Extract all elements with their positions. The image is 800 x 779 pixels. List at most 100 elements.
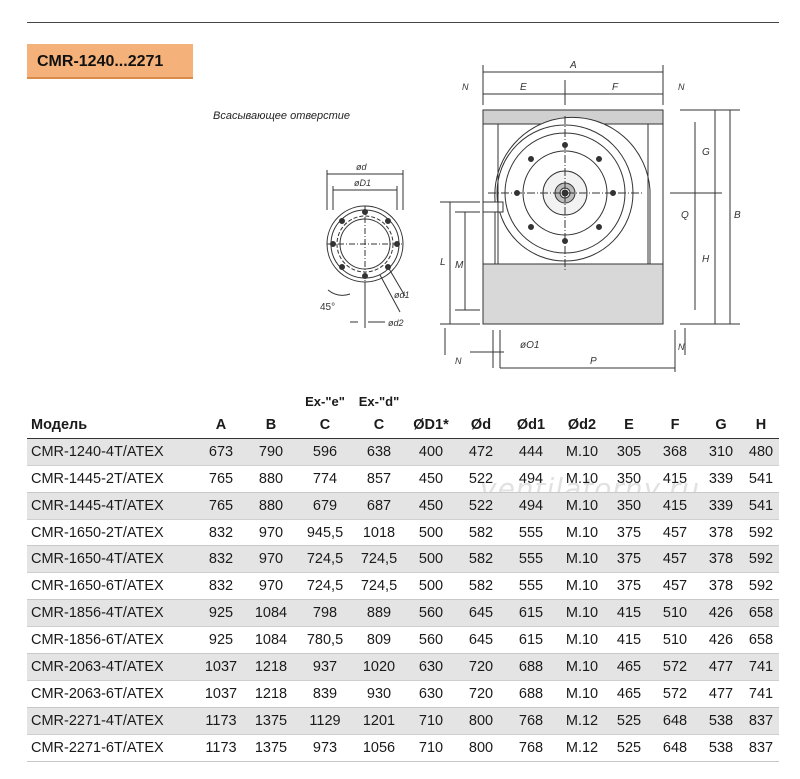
value-cell: 375 [607, 572, 651, 601]
value-cell: 494 [505, 492, 557, 520]
model-cell: CMR-2271-4T/ATEX [27, 707, 197, 735]
side-view-dimensions [440, 65, 740, 372]
col-header-d2: Ød2 [557, 412, 607, 439]
dim-E-label: E [520, 82, 527, 93]
dim-P-label: P [590, 356, 597, 367]
value-cell: 457 [651, 545, 699, 574]
model-cell: CMR-2063-4T/ATEX [27, 653, 197, 681]
value-cell: 1020 [353, 653, 405, 681]
value-cell: 457 [651, 519, 699, 547]
value-cell: 1018 [353, 519, 405, 547]
value-cell: 477 [699, 680, 743, 708]
value-cell: 630 [405, 680, 457, 708]
dim-N-top-left-label: N [462, 82, 469, 92]
dim-F-label: F [612, 82, 619, 93]
value-cell: 880 [245, 492, 297, 520]
value-cell: 465 [607, 680, 651, 708]
value-cell: 925 [197, 599, 245, 628]
col-header-C-ex-e: C [297, 412, 353, 439]
value-cell: 765 [197, 465, 245, 493]
value-cell: 339 [699, 465, 743, 493]
value-cell: 765 [197, 492, 245, 520]
dim-d2-label: ød2 [388, 318, 404, 328]
value-cell: 645 [457, 599, 505, 628]
value-cell: 555 [505, 572, 557, 601]
ex-header-row: Ex-"e" Ex-"d" [27, 385, 779, 412]
value-cell: 857 [353, 465, 405, 493]
value-cell: 310 [699, 438, 743, 466]
value-cell: 444 [505, 438, 557, 466]
value-cell: 592 [743, 545, 779, 574]
value-cell: 450 [405, 492, 457, 520]
value-cell: 415 [651, 492, 699, 520]
table-header-row: Модель A B C C ØD1* Ød Ød1 Ød2 E F G H [27, 412, 779, 439]
value-cell: 1129 [297, 707, 353, 735]
value-cell: 592 [743, 572, 779, 601]
value-cell: 541 [743, 492, 779, 520]
col-header-H: H [743, 412, 779, 439]
value-cell: 472 [457, 438, 505, 466]
ex-d-label: Ex-"d" [358, 394, 400, 409]
value-cell: 415 [607, 626, 651, 655]
value-cell: 973 [297, 734, 353, 762]
col-header-C-ex-d: C [353, 412, 405, 439]
value-cell: 970 [245, 519, 297, 547]
value-cell: 572 [651, 653, 699, 681]
value-cell: 724,5 [353, 545, 405, 574]
dim-N-top-right-label: N [678, 82, 685, 92]
dim-angle-label: 45° [320, 302, 335, 313]
value-cell: M.10 [557, 545, 607, 574]
value-cell: 615 [505, 626, 557, 655]
value-cell: 592 [743, 519, 779, 547]
model-cell: CMR-1445-4T/ATEX [27, 492, 197, 520]
top-rule [27, 22, 779, 23]
col-header-d1: Ød1 [505, 412, 557, 439]
value-cell: 1037 [197, 653, 245, 681]
value-cell: 809 [353, 626, 405, 655]
value-cell: 582 [457, 545, 505, 574]
value-cell: 790 [245, 438, 297, 466]
value-cell: 724,5 [297, 545, 353, 574]
value-cell: 880 [245, 465, 297, 493]
value-cell: 400 [405, 438, 457, 466]
dim-D1-label: øD1 [354, 178, 371, 188]
value-cell: 1173 [197, 734, 245, 762]
value-cell: 832 [197, 519, 245, 547]
dim-A-label: A [569, 60, 577, 71]
model-cell: CMR-2271-6T/ATEX [27, 734, 197, 762]
col-header-D1: ØD1* [405, 412, 457, 439]
value-cell: 350 [607, 492, 651, 520]
value-cell: 541 [743, 465, 779, 493]
value-cell: 688 [505, 680, 557, 708]
value-cell: 741 [743, 680, 779, 708]
value-cell: 368 [651, 438, 699, 466]
page-title: CMR-1240...2271 [27, 44, 193, 79]
value-cell: 1218 [245, 653, 297, 681]
fan-side-view [482, 109, 664, 325]
value-cell: 710 [405, 734, 457, 762]
value-cell: 426 [699, 599, 743, 628]
value-cell: 1375 [245, 734, 297, 762]
value-cell: 658 [743, 599, 779, 628]
value-cell: 305 [607, 438, 651, 466]
value-cell: M.12 [557, 707, 607, 735]
value-cell: 555 [505, 519, 557, 547]
col-header-E: E [607, 412, 651, 439]
value-cell: 378 [699, 572, 743, 601]
value-cell: 525 [607, 734, 651, 762]
value-cell: 720 [457, 680, 505, 708]
ex-e-label: Ex-"e" [305, 394, 345, 409]
col-header-model: Модель [27, 412, 197, 439]
value-cell: 426 [699, 626, 743, 655]
value-cell: 415 [651, 465, 699, 493]
value-cell: 500 [405, 572, 457, 601]
dim-H-label: H [702, 254, 710, 265]
value-cell: 720 [457, 653, 505, 681]
value-cell: 480 [743, 438, 779, 466]
value-cell: 798 [297, 599, 353, 628]
